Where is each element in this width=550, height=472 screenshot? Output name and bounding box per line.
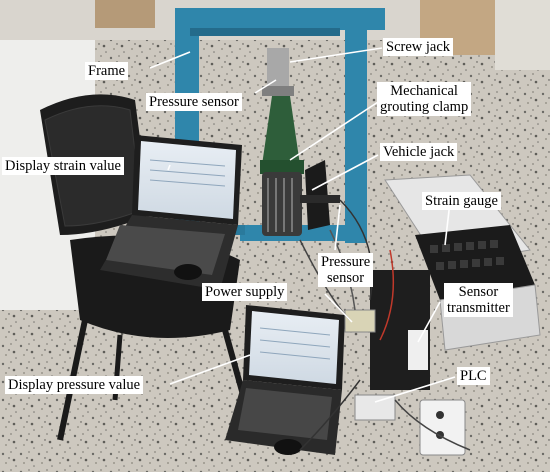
label-pressure-sensor-line1: Pressure: [321, 254, 371, 270]
screw-jack: [260, 48, 304, 174]
label-plc: PLC: [457, 367, 490, 385]
label-clamp-line1: Mechanical: [390, 83, 458, 99]
plc-unit: [354, 394, 466, 456]
label-sensor-transmitter-line2: transmitter: [447, 300, 510, 316]
label-sensor-transmitter-line1: Sensor: [458, 284, 499, 300]
label-frame: Frame: [85, 62, 129, 80]
box-left: [95, 0, 155, 28]
label-pressure-sensor-top: Pressure sensor: [146, 93, 242, 111]
sensor-transmitter: [370, 270, 430, 390]
label-sensor-transmitter: Sensor transmitter: [444, 283, 513, 317]
laptop-pressure: [225, 305, 345, 455]
label-vehicle-jack: Vehicle jack: [380, 143, 458, 161]
label-display-pressure-value: Display pressure value: [5, 376, 144, 394]
laptop-strain: [100, 135, 242, 290]
label-strain-gauge: Strain gauge: [422, 192, 501, 210]
label-clamp-line2: grouting clamp: [380, 99, 469, 115]
grouting-clamp: [262, 172, 302, 236]
label-display-strain-value: Display strain value: [2, 157, 124, 175]
label-screw-jack: Screw jack: [383, 38, 454, 56]
power-supply-unit: [344, 309, 376, 333]
shelf-right: [495, 0, 550, 70]
label-mechanical-grouting-clamp: Mechanical grouting clamp: [377, 82, 472, 116]
label-power-supply: Power supply: [202, 283, 288, 301]
vehicle-jack: [300, 160, 340, 230]
label-pressure-sensor: Pressure sensor: [318, 253, 374, 287]
label-pressure-sensor-line2: sensor: [327, 270, 365, 286]
